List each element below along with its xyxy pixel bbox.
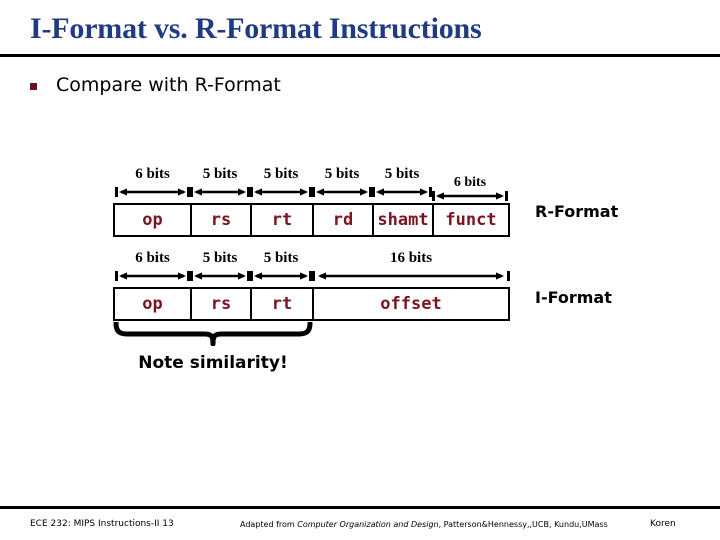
field-cell-funct: funct (445, 210, 497, 230)
bit-measure-label: 6 bits (135, 166, 170, 182)
measure-arrow-icon (250, 187, 312, 197)
bit-measure-r-rt: 5 bits (250, 166, 312, 198)
measure-arrow-icon (115, 187, 190, 197)
footer-attribution: Adapted from Computer Organization and D… (240, 519, 608, 531)
bit-measure-label: 5 bits (384, 166, 420, 182)
field-cell-rt: rt (252, 205, 314, 235)
square-bullet-icon (30, 82, 37, 90)
r-format-field-row: op rs rt rd shamt funct (113, 203, 510, 237)
measure-arrow-icon (190, 187, 250, 197)
r-format-side-label: R-Format (535, 202, 619, 221)
measure-arrow-icon (250, 271, 312, 281)
measure-arrow-icon (190, 271, 250, 281)
bit-measure-r-rs: 5 bits (190, 166, 250, 198)
bullet-item: Compare with R-Format (30, 74, 281, 96)
field-cell-shamt: shamt (374, 205, 434, 235)
footer-attribution-prefix: Adapted from (240, 520, 298, 529)
bullet-item-label: Compare with R-Format (56, 74, 281, 96)
bit-measure-i-rt: 5 bits (250, 250, 312, 282)
measure-arrow-icon (312, 271, 510, 281)
bit-measure-label: 6 bits (453, 175, 487, 190)
bit-measure-label: 5 bits (263, 250, 299, 266)
curly-brace-icon (113, 320, 313, 347)
bit-measure-label: 5 bits (202, 166, 238, 182)
bit-measure-label: 5 bits (263, 166, 299, 182)
bit-measure-r-funct: 6 bits (432, 172, 508, 202)
field-cell-rd: rd (314, 205, 374, 235)
footer-divider (0, 506, 720, 509)
page-title: I-Format vs. R-Format Instructions (30, 12, 482, 45)
title-divider (0, 54, 720, 57)
footer-attribution-suffix: , Patterson&Hennessy,,UCB, Kundu,UMass (438, 520, 608, 529)
footer-book-title: Computer Organization and Design (297, 520, 439, 529)
bit-measure-i-op: 6 bits (115, 250, 190, 282)
bit-measure-i-rs: 5 bits (190, 250, 250, 282)
bit-measure-r-op: 6 bits (115, 166, 190, 198)
note-similarity-label: Note similarity! (138, 353, 288, 373)
field-cell-rt: rt (252, 289, 314, 319)
bit-measure-label: 5 bits (324, 166, 360, 182)
measure-arrow-icon (312, 187, 372, 197)
bit-measure-label: 16 bits (389, 250, 433, 266)
field-cell-offset: offset (380, 294, 442, 314)
measure-arrow-icon (115, 271, 190, 281)
bit-measure-r-rd: 5 bits (312, 166, 372, 198)
field-cell-op: op (115, 289, 192, 319)
bit-measure-label: 5 bits (202, 250, 238, 266)
i-format-field-row: op rs rt offset (113, 287, 510, 321)
field-cell-rs: rs (192, 205, 252, 235)
bit-measure-label: 6 bits (135, 250, 170, 266)
measure-arrow-icon (372, 187, 432, 197)
footer-author-label: Koren (650, 519, 676, 529)
field-cell-op: op (115, 205, 192, 235)
bit-measure-r-shamt: 5 bits (372, 166, 432, 198)
i-format-side-label: I-Format (535, 288, 612, 307)
field-cell-rs: rs (192, 289, 252, 319)
bit-measure-i-offset: 16 bits (312, 250, 510, 282)
measure-arrow-icon (432, 191, 508, 201)
footer-course-label: ECE 232: MIPS Instructions-II 13 (30, 519, 174, 529)
